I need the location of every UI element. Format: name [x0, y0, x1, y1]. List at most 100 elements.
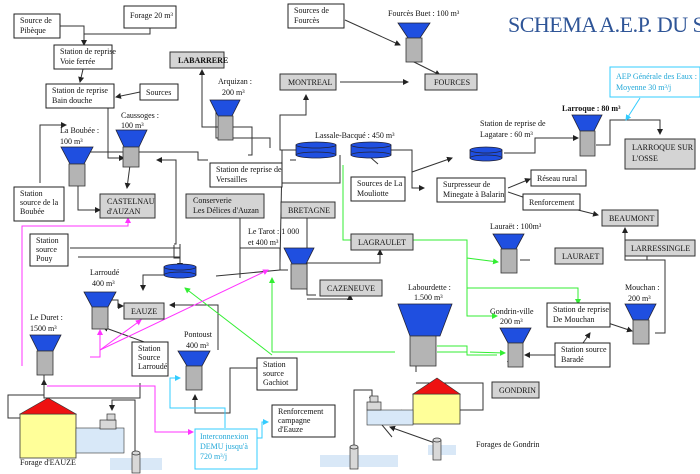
svg-text:Source de: Source de	[20, 16, 52, 25]
svg-text:LABARRERE: LABARRERE	[178, 56, 228, 65]
reservoir-larroude[interactable]: Larroudé 400 m³	[83, 268, 120, 330]
forage-eauze-plant[interactable]: Forage d'EAUZE	[18, 397, 162, 474]
svg-text:Station: Station	[138, 344, 161, 353]
station-source-barade[interactable]: Station source Baradé	[554, 342, 611, 368]
reservoir-le-duret[interactable]: Le Duret : 1500 m³	[29, 313, 63, 376]
svg-text:source: source	[263, 369, 284, 378]
svg-text:Gondrin-ville: Gondrin-ville	[490, 307, 534, 316]
svg-text:Lauraët : 100m³: Lauraët : 100m³	[490, 222, 542, 231]
reseau-rural[interactable]: Réseau rural	[530, 169, 587, 187]
svg-text:Versailles: Versailles	[216, 175, 247, 184]
svg-text:Le Tarot : 1 000: Le Tarot : 1 000	[248, 227, 299, 236]
svg-text:Le Duret :: Le Duret :	[30, 313, 63, 322]
station-reprise-mouchan[interactable]: Station de reprise De Mouchan	[546, 302, 611, 328]
surpresseur-minegate[interactable]: Surpresseur de Minegate à Balarin	[436, 177, 506, 203]
reservoir-mouchan[interactable]: Mouchan : 200 m³	[624, 283, 659, 345]
svg-text:200 m³: 200 m³	[500, 317, 523, 326]
svg-text:720 m³/j: 720 m³/j	[200, 452, 227, 461]
svg-text:LARROQUE SUR: LARROQUE SUR	[632, 143, 694, 152]
svg-text:Boubée: Boubée	[20, 207, 45, 216]
commune-labarrere[interactable]: LABARRERE	[169, 51, 228, 69]
commune-bretagne[interactable]: BRETAGNE	[280, 201, 336, 219]
forage-20[interactable]: Forage 20 m³	[123, 5, 177, 29]
station-source-boubee[interactable]: Station source de la Boubée	[13, 186, 65, 222]
commune-fources[interactable]: FOURCES	[424, 73, 478, 91]
conserverie-delices-auzan[interactable]: Conserverie Les Délices d'Auzan	[185, 193, 265, 219]
svg-text:Forage 20 m³: Forage 20 m³	[130, 11, 173, 20]
svg-text:source: source	[36, 245, 57, 254]
svg-text:Minegate à Balarin: Minegate à Balarin	[443, 190, 504, 199]
svg-text:Station de reprise: Station de reprise	[553, 305, 609, 314]
commune-cazeneuve[interactable]: CAZENEUVE	[319, 279, 383, 297]
commune-larroque-sur-losse[interactable]: LARROQUE SUR L'OSSE	[624, 138, 696, 170]
svg-text:CASTELNAU: CASTELNAU	[107, 197, 155, 206]
svg-text:Pibèque: Pibèque	[20, 26, 46, 35]
sources-de-fources[interactable]: Sources de Fourcès	[287, 3, 345, 29]
reservoir-lagatare[interactable]: Station de reprise de Lagatare : 60 m³	[469, 119, 546, 162]
aep-generale-des-eaux[interactable]: AEP Générale des Eaux : Moyenne 30 m³/j	[609, 66, 700, 98]
commune-lauraet[interactable]: LAURAET	[554, 247, 604, 265]
commune-lagraulet[interactable]: LAGRAULET	[350, 233, 414, 251]
commune-larressingle[interactable]: LARRESSINGLE	[624, 239, 696, 257]
commune-eauze[interactable]: EAUZE	[123, 302, 165, 320]
svg-text:d'Eauze: d'Eauze	[278, 425, 303, 434]
svg-text:Fourcès: Fourcès	[294, 16, 319, 25]
svg-text:campagne: campagne	[278, 416, 311, 425]
station-source-pouy[interactable]: Station source Pouy	[29, 233, 69, 267]
svg-text:Sources de La: Sources de La	[357, 179, 403, 188]
diagram-title: SCHEMA A.E.P. DU S.A.T.	[508, 12, 700, 37]
svg-text:Fourcès Buet : 100 m³: Fourcès Buet : 100 m³	[388, 9, 460, 18]
sources-box[interactable]: Sources	[139, 83, 179, 101]
forages-gondrin-plant[interactable]: Forages de Gondrin	[320, 377, 540, 470]
source-pibeque[interactable]: Source de Pibèque	[13, 13, 61, 39]
svg-text:Source: Source	[138, 353, 161, 362]
svg-text:Conserverie: Conserverie	[193, 196, 232, 205]
reservoir-larroque[interactable]: Larroque : 80 m³	[562, 104, 621, 157]
reservoir-lauraet[interactable]: Lauraët : 100m³	[490, 222, 542, 274]
svg-text:BEAUMONT: BEAUMONT	[609, 214, 654, 223]
reservoir-eauze-bache[interactable]	[163, 263, 197, 279]
svg-text:FOURCES: FOURCES	[434, 78, 470, 87]
reservoir-pontoust[interactable]: Pontoust 400 m³	[177, 330, 213, 391]
svg-text:Surpresseur de: Surpresseur de	[443, 180, 491, 189]
commune-montreal[interactable]: MONTREAL	[279, 73, 337, 91]
commune-gondrin[interactable]: GONDRIN	[491, 381, 540, 399]
station-source-gachiot[interactable]: Station source Gachiot	[256, 357, 298, 391]
svg-text:Pouy: Pouy	[36, 254, 52, 263]
station-voie-ferree[interactable]: Station de reprise Voie ferrée	[53, 44, 116, 70]
svg-text:Arquizan :: Arquizan :	[218, 77, 252, 86]
interconnexion-demu[interactable]: Interconnexion DEMU jusqu'à 720 m³/j	[194, 428, 258, 470]
sources-la-mouliotte[interactable]: Sources de La Mouliotte	[350, 176, 406, 202]
commune-beaumont[interactable]: BEAUMONT	[601, 209, 659, 227]
svg-text:Labourdette :: Labourdette :	[408, 283, 451, 292]
svg-text:Les Délices d'Auzan: Les Délices d'Auzan	[193, 206, 259, 215]
svg-text:Bain douche: Bain douche	[52, 96, 93, 105]
reservoir-lassale-bacque[interactable]: Lassale-Bacqué : 450 m³	[295, 131, 395, 159]
renforcement[interactable]: Renforcement	[522, 193, 581, 211]
forages-gondrin-label: Forages de Gondrin	[476, 440, 540, 449]
svg-text:Station: Station	[20, 189, 43, 198]
svg-text:Caussoges :: Caussoges :	[121, 111, 159, 120]
reservoir-la-boubee[interactable]: La Boubée : 100 m³	[60, 126, 99, 187]
green-connections	[184, 165, 581, 356]
reservoir-le-tarot[interactable]: Le Tarot : 1 000 et 400 m³	[248, 227, 315, 290]
svg-text:La Boubée :: La Boubée :	[60, 126, 99, 135]
reservoir-caussoges[interactable]: Caussoges : 100 m³	[115, 111, 159, 168]
station-versailles[interactable]: Station de reprise de Versailles	[209, 162, 283, 188]
reservoir-fources-buet[interactable]: Fourcès Buet : 100 m³	[388, 9, 460, 63]
svg-text:Renforcement: Renforcement	[278, 407, 324, 416]
renforcement-campagne-eauze[interactable]: Renforcement campagne d'Eauze	[271, 404, 336, 438]
reservoir-gondrin-ville[interactable]: Gondrin-ville 200 m³	[490, 307, 534, 368]
svg-text:Lagatare : 60 m³: Lagatare : 60 m³	[480, 130, 533, 139]
cyan-connections	[169, 97, 641, 439]
station-bain-douche[interactable]: Station de reprise Bain douche	[45, 83, 115, 109]
svg-text:Sources: Sources	[146, 88, 171, 97]
svg-text:MONTREAL: MONTREAL	[288, 78, 333, 87]
svg-text:400 m³: 400 m³	[92, 279, 115, 288]
reservoir-labourdette[interactable]: Labourdette : 1.500 m³	[397, 283, 453, 367]
station-source-larroude[interactable]: Station Source Larroudé	[131, 341, 169, 377]
svg-text:et 400 m³: et 400 m³	[248, 238, 279, 247]
reservoir-arquizan[interactable]: Arquizan : 200 m³	[209, 77, 252, 141]
commune-castelnau-dauzan[interactable]: CASTELNAU d'AUZAN	[99, 193, 156, 219]
